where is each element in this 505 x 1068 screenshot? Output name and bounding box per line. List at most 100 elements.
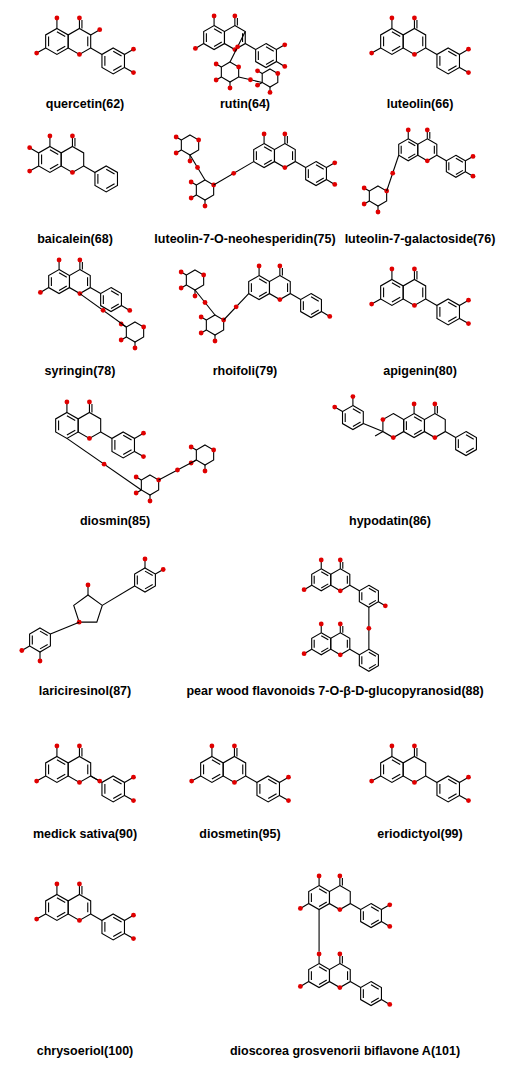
ring: [39, 146, 62, 172]
oxygen-atom: [317, 952, 322, 957]
bond: [287, 283, 288, 292]
bond: [319, 910, 320, 952]
bond: [103, 295, 104, 304]
oxygen-atom: [55, 16, 60, 21]
oxygen-atom: [131, 70, 136, 75]
ring: [309, 964, 330, 988]
bond: [458, 439, 459, 448]
oxygen-atom: [387, 902, 392, 907]
bond: [311, 971, 312, 980]
ring: [274, 144, 295, 168]
oxygen-atom: [319, 622, 324, 627]
oxygen-atom: [34, 917, 39, 922]
bond: [422, 37, 423, 47]
bond: [437, 406, 438, 414]
ring: [269, 276, 290, 300]
oxygen-atom: [77, 16, 82, 21]
oxygen-atom: [286, 775, 291, 780]
ring: [141, 475, 158, 495]
bond: [74, 138, 75, 146]
ring: [256, 44, 277, 68]
oxygen-atom: [131, 47, 136, 52]
bond: [32, 636, 33, 645]
oxygen-atom: [70, 134, 75, 139]
oxygen-atom: [189, 779, 194, 784]
ring: [437, 299, 460, 325]
bond: [321, 648, 328, 652]
ring: [437, 48, 460, 74]
bond: [67, 430, 75, 435]
bond: [268, 779, 276, 784]
bond: [81, 886, 82, 894]
bond: [321, 584, 328, 588]
bond: [104, 56, 105, 66]
ring: [312, 569, 331, 591]
oxygen-atom: [275, 71, 280, 76]
bond: [212, 760, 220, 765]
oxygen-atom: [432, 402, 437, 407]
oxygen-atom: [471, 154, 476, 159]
compound-caption: luteolin-7-galactoside(76): [345, 232, 496, 247]
bond: [345, 413, 346, 422]
ring: [30, 628, 51, 652]
oxygen-atom: [77, 744, 82, 749]
bond: [123, 435, 131, 440]
ring: [102, 914, 125, 940]
oxygen-atom: [302, 651, 307, 656]
bond: [347, 971, 348, 980]
oxygen-atom: [337, 907, 342, 912]
ring: [456, 432, 477, 456]
bond: [266, 60, 274, 64]
bond: [408, 142, 415, 146]
bond: [311, 310, 319, 314]
ring: [46, 28, 69, 54]
bond: [237, 18, 238, 26]
oxygen-atom: [327, 314, 332, 319]
ring: [196, 180, 213, 200]
bond: [466, 448, 474, 452]
compound-caption: luteolin(66): [387, 97, 454, 112]
ring: [437, 776, 460, 802]
oxygen-atom: [199, 315, 204, 320]
bond: [383, 37, 384, 47]
oxygen-atom: [203, 204, 208, 209]
oxygen-atom: [195, 165, 200, 170]
oxygen-atom: [262, 132, 267, 137]
ring: [361, 982, 382, 1006]
oxygen-atom: [131, 936, 136, 941]
bond: [369, 664, 376, 668]
bond: [50, 150, 58, 155]
bond: [383, 288, 384, 298]
bond: [319, 980, 327, 984]
oxygen-atom: [143, 557, 148, 562]
oxygen-atom: [214, 62, 219, 67]
ring: [404, 414, 425, 438]
oxygen-atom: [412, 402, 417, 407]
bond: [82, 262, 83, 270]
bond: [104, 922, 105, 932]
oxygen-atom: [337, 985, 342, 990]
bond: [57, 774, 65, 779]
oxygen-atom: [332, 405, 337, 410]
ring: [135, 568, 156, 592]
bond: [111, 291, 119, 295]
bond: [350, 585, 360, 591]
ring: [383, 414, 404, 438]
bond: [392, 283, 400, 288]
oxygen-atom: [174, 151, 179, 156]
oxygen-atom: [232, 744, 237, 749]
ring: [95, 166, 118, 192]
oxygen-atom: [471, 174, 476, 179]
oxygen-atom: [102, 462, 107, 467]
bond: [308, 169, 309, 178]
bond: [383, 765, 384, 775]
bond: [353, 409, 361, 413]
oxygen-atom: [141, 454, 146, 459]
ring: [201, 756, 224, 782]
oxygen-atom: [466, 321, 471, 326]
oxygen-atom: [179, 286, 184, 291]
ring: [403, 28, 426, 54]
oxygen-atom: [338, 652, 343, 657]
bond: [392, 46, 400, 51]
bond: [353, 422, 361, 426]
